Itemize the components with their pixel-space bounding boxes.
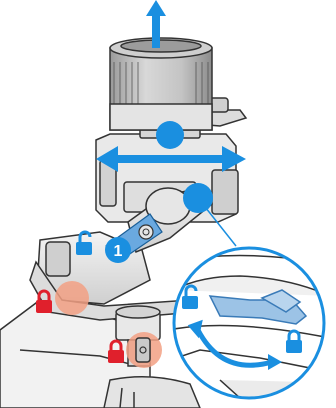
lower-lock-knob (136, 338, 150, 362)
step-badge-label: 1 (114, 243, 123, 260)
roll-lock-highlight (55, 281, 89, 315)
zoom-detail (168, 248, 330, 398)
lens-center-dot (156, 121, 184, 149)
step-badge: 1 (105, 237, 131, 263)
camera-lens (110, 38, 212, 130)
